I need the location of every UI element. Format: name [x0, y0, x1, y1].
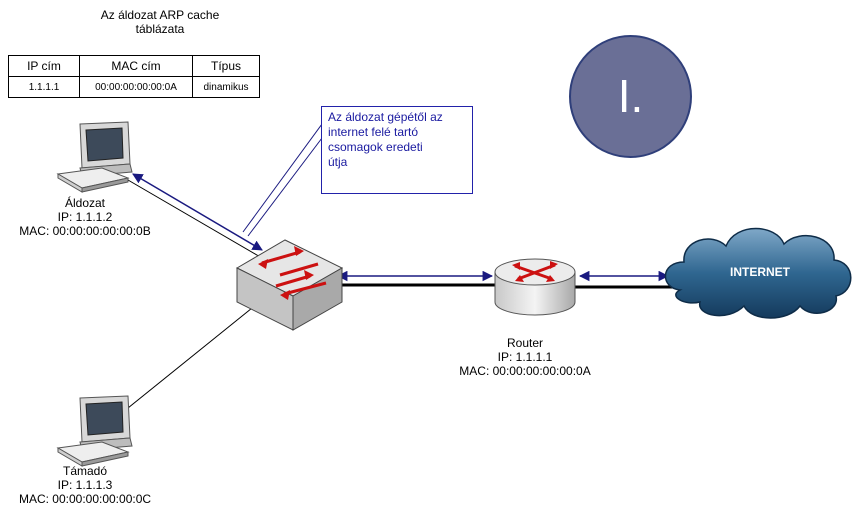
router-ip: IP: 1.1.1.1	[497, 350, 553, 364]
phase-label: I.	[569, 35, 692, 158]
victim-label: Áldozat IP: 1.1.1.2 MAC: 00:00:00:00:00:…	[0, 196, 170, 238]
victim-mac: MAC: 00:00:00:00:00:0B	[19, 224, 151, 238]
callout-line: internet felé tartó	[328, 125, 419, 139]
attacker-mac: MAC: 00:00:00:00:00:0C	[18, 492, 152, 506]
victim-name: Áldozat	[64, 196, 106, 210]
link-attacker-switch	[127, 299, 263, 409]
computer-icon	[56, 121, 133, 193]
victim-ip: IP: 1.1.1.2	[57, 210, 113, 224]
attacker-ip: IP: 1.1.1.3	[57, 478, 113, 492]
callout-line: Az áldozat gépétől az	[328, 110, 443, 124]
arp-cache-title: Az áldozat ARP cache táblázata	[60, 8, 260, 36]
router-name: Router	[506, 336, 544, 350]
attacker-name: Támadó	[62, 464, 108, 478]
path-callout: Az áldozat gépétől az internet felé tart…	[321, 106, 473, 194]
path-arrow-victim-switch	[132, 173, 263, 251]
internet-label: INTERNET	[730, 265, 790, 279]
router-icon	[494, 258, 576, 316]
cell-type: dinamikus	[192, 76, 260, 98]
arp-cache-table: IP cím MAC cím Típus 1.1.1.1 00:00:00:00…	[8, 55, 260, 98]
callout-pointer-2	[247, 137, 323, 237]
arp-title-line2: táblázata	[135, 22, 185, 36]
switch-icon	[235, 239, 344, 331]
cloud-icon	[664, 227, 852, 319]
callout-pointer	[242, 123, 323, 233]
callout-line: útja	[328, 155, 348, 169]
callout-line: csomagok eredeti	[328, 140, 423, 154]
cell-mac: 00:00:00:00:00:0A	[79, 76, 193, 98]
computer-icon	[56, 395, 133, 467]
table-row: 1.1.1.1 00:00:00:00:00:0A dinamikus	[8, 76, 260, 98]
arp-title-line1: Az áldozat ARP cache	[100, 8, 220, 22]
attacker-label: Támadó IP: 1.1.1.3 MAC: 00:00:00:00:00:0…	[0, 464, 170, 506]
router-mac: MAC: 00:00:00:00:00:0A	[459, 364, 591, 378]
router-label: Router IP: 1.1.1.1 MAC: 00:00:00:00:00:0…	[440, 336, 610, 378]
